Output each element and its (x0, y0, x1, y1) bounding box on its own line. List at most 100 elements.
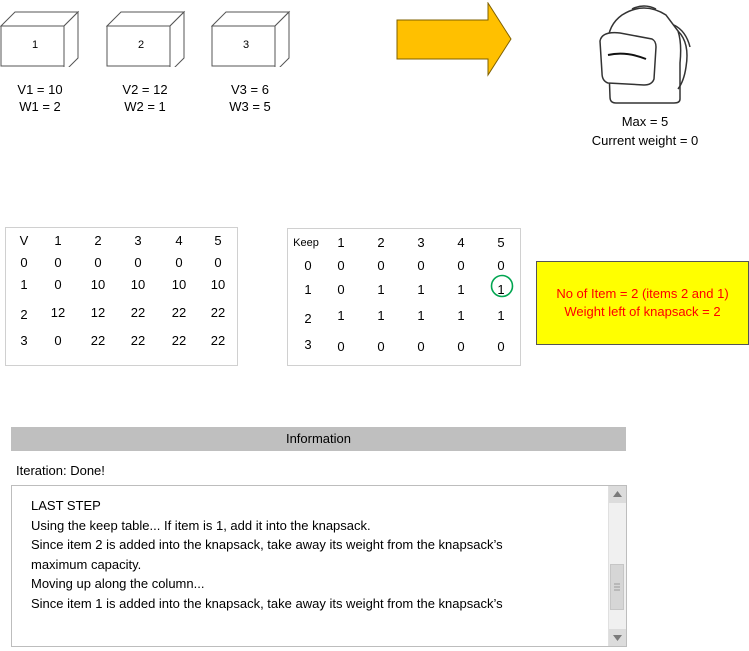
info-line: maximum capacity. (31, 557, 142, 572)
backpack-icon (599, 5, 691, 104)
result-summary-box: No of Item = 2 (items 2 and 1) Weight le… (536, 261, 749, 345)
table-cell: 0 (94, 255, 102, 270)
cube-shape (211, 10, 291, 67)
grip-icon (614, 583, 620, 591)
item-3-values: V3 = 6 W3 = 5 (205, 81, 295, 115)
table-cell: 1 (457, 282, 465, 297)
info-line: LAST STEP (31, 498, 101, 513)
item-box-3: 3 (211, 5, 291, 67)
table-cell: 1 (337, 308, 345, 323)
table-cell: 1 (417, 282, 425, 297)
value-table: V 1 2 3 4 5 0 0 0 0 0 0 1 0 10 10 10 10 … (5, 227, 238, 366)
table-header-cell: 5 (497, 235, 505, 250)
knapsack-max: Max = 5 (621, 114, 669, 129)
item-box-1: 1 (0, 5, 80, 67)
table-cell: 22 (90, 333, 106, 348)
table-header-cell: 2 (377, 235, 385, 250)
information-text-area[interactable]: LAST STEP Using the keep table... If ite… (11, 485, 627, 647)
table-cell: 0 (337, 282, 345, 297)
table-cell: 22 (130, 333, 146, 348)
table-cell: 0 (54, 277, 62, 292)
table-cell: 0 (337, 339, 345, 354)
table-cell: 0 (54, 255, 62, 270)
table-cell-highlighted: 1 (497, 282, 505, 297)
table-header-cell: 2 (94, 233, 102, 248)
item-value: V1 = 10 (17, 82, 63, 97)
table-cell: 2 (304, 311, 312, 326)
table-cell: 0 (457, 258, 465, 273)
scroll-thumb[interactable] (610, 564, 624, 610)
table-cell: 1 (20, 277, 28, 292)
table-cell: 0 (214, 255, 222, 270)
table-header-cell: 4 (457, 235, 465, 250)
result-item-count: No of Item = 2 (items 2 and 1) (556, 286, 729, 301)
table-cell: 22 (210, 333, 226, 348)
knapsack-current-weight: Current weight = 0 (591, 133, 699, 148)
table-cell: 10 (130, 277, 146, 292)
table-cell: 0 (304, 258, 312, 273)
table-cell: 22 (210, 305, 226, 320)
table-cell: 10 (90, 277, 106, 292)
triangle-down-icon (613, 635, 622, 641)
table-cell: 1 (497, 308, 505, 323)
information-header: Information (11, 427, 626, 451)
scroll-up-button[interactable] (609, 486, 626, 503)
table-cell: 0 (134, 255, 142, 270)
triangle-up-icon (613, 491, 622, 497)
item-label: 1 (31, 39, 39, 51)
table-cell: 12 (90, 305, 106, 320)
table-cell: 0 (175, 255, 183, 270)
table-header-cell: V (19, 233, 29, 248)
table-cell: 1 (377, 282, 385, 297)
table-header-cell: Keep (293, 237, 319, 249)
table-cell: 0 (417, 258, 425, 273)
table-cell: 10 (171, 277, 187, 292)
info-line: Using the keep table... If item is 1, ad… (31, 518, 371, 533)
table-cell: 0 (377, 339, 385, 354)
info-line: Since item 1 is added into the knapsack,… (31, 596, 503, 611)
item-1-values: V1 = 10 W1 = 2 (0, 81, 85, 115)
item-box-2: 2 (106, 5, 186, 67)
table-cell: 22 (171, 305, 187, 320)
table-header-cell: 1 (337, 235, 345, 250)
table-header-cell: 5 (214, 233, 222, 248)
table-cell: 1 (304, 282, 312, 297)
table-cell: 0 (20, 255, 28, 270)
table-cell: 1 (377, 308, 385, 323)
table-cell: 22 (171, 333, 187, 348)
table-cell: 3 (20, 333, 28, 348)
cube-shape (0, 10, 80, 67)
cube-shape (106, 10, 186, 67)
table-cell: 10 (210, 277, 226, 292)
info-line: Since item 2 is added into the knapsack,… (31, 537, 503, 552)
keep-table: Keep 1 2 3 4 5 0 0 0 0 0 0 1 0 1 1 1 1 2… (287, 228, 521, 366)
table-cell: 1 (457, 308, 465, 323)
table-cell: 0 (497, 339, 505, 354)
info-line: Moving up along the column... (31, 576, 205, 591)
table-cell: 0 (337, 258, 345, 273)
table-cell: 3 (304, 337, 312, 352)
table-cell: 1 (417, 308, 425, 323)
item-weight: W3 = 5 (229, 99, 271, 114)
table-cell: 0 (497, 258, 505, 273)
table-cell: 2 (20, 307, 28, 322)
table-cell: 12 (50, 305, 66, 320)
table-cell: 0 (377, 258, 385, 273)
item-label: 3 (242, 39, 250, 51)
highlight-circle-icon (490, 274, 514, 298)
item-label: 2 (137, 39, 145, 51)
item-value: V3 = 6 (231, 82, 269, 97)
right-arrow-icon (396, 2, 512, 77)
scroll-down-button[interactable] (609, 629, 626, 646)
table-header-cell: 4 (175, 233, 183, 248)
table-cell: 0 (457, 339, 465, 354)
table-header-cell: 1 (54, 233, 62, 248)
table-cell: 22 (130, 305, 146, 320)
iteration-status: Iteration: Done! (16, 463, 105, 478)
item-weight: W1 = 2 (19, 99, 61, 114)
vertical-scrollbar[interactable] (608, 486, 626, 646)
table-header-cell: 3 (417, 235, 425, 250)
table-header-cell: 3 (134, 233, 142, 248)
item-2-values: V2 = 12 W2 = 1 (100, 81, 190, 115)
item-value: V2 = 12 (122, 82, 168, 97)
